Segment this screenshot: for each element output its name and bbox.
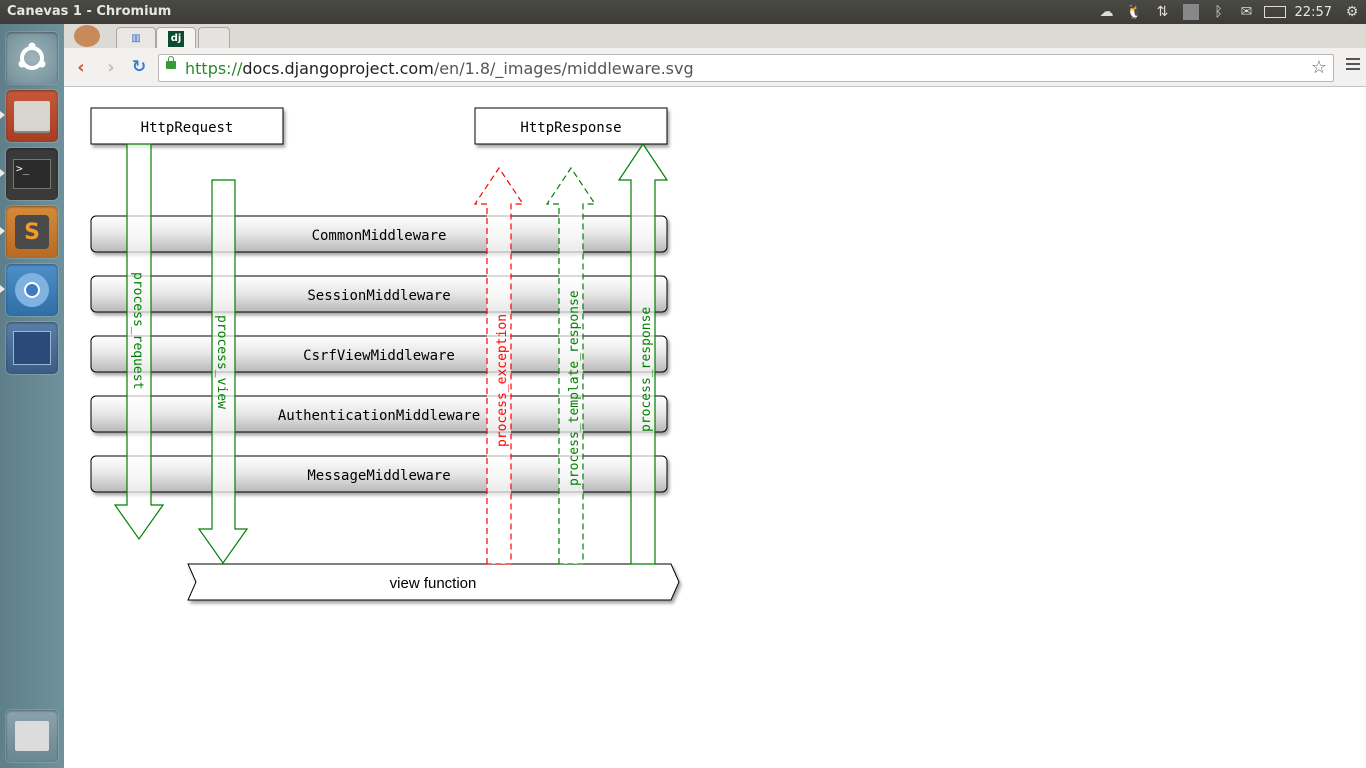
sublime-s-icon: S	[15, 215, 49, 249]
back-button[interactable]: ‹	[70, 56, 92, 78]
view-function-label: view function	[390, 575, 477, 592]
middleware-label: MessageMiddleware	[307, 468, 450, 484]
settings-icon[interactable]: ⚙	[1345, 4, 1359, 20]
process-request-arrow: process_request	[113, 143, 165, 541]
battery-icon[interactable]	[1263, 3, 1286, 21]
django-icon: dj	[168, 30, 184, 47]
process-view-arrow: process_view	[197, 179, 249, 565]
process-template-response-arrow: process_template_response	[545, 166, 597, 565]
file-cabinet-icon	[14, 101, 50, 131]
files-icon[interactable]	[6, 90, 58, 142]
reload-icon: ↻	[131, 57, 147, 77]
network-icon[interactable]: ⇅	[1156, 4, 1169, 20]
middleware-label: CsrfViewMiddleware	[303, 348, 455, 364]
window-title: Canevas 1 - Chromium	[7, 4, 172, 19]
forward-arrow-icon: ›	[107, 56, 115, 78]
running-indicator	[0, 111, 5, 119]
terminal-icon[interactable]: >_	[6, 148, 58, 200]
terminal-prompt-icon: >_	[13, 159, 51, 189]
middleware-diagram: HttpRequest HttpResponse CommonMiddlewar…	[90, 107, 680, 601]
clock[interactable]: 22:57	[1294, 4, 1332, 20]
back-arrow-icon: ‹	[77, 56, 85, 78]
address-bar[interactable]: https://docs.djangoproject.com/en/1.8/_i…	[158, 54, 1334, 82]
bluetooth-icon[interactable]: ᛒ	[1214, 4, 1223, 20]
new-tab-button[interactable]	[198, 27, 230, 49]
http-request-label: HttpRequest	[141, 120, 234, 136]
tab-django[interactable]: dj	[156, 27, 196, 49]
http-response-box: HttpResponse	[474, 107, 668, 145]
process-template-response-label: process_template_response	[567, 290, 582, 486]
mail-icon[interactable]: ✉	[1240, 4, 1253, 20]
process-exception-label: process_exception	[495, 314, 510, 447]
reload-button[interactable]: ↻	[128, 56, 150, 78]
url-text[interactable]: https://docs.djangoproject.com/en/1.8/_i…	[185, 59, 694, 78]
middleware-label: SessionMiddleware	[307, 288, 450, 304]
ubuntu-logo-icon	[18, 42, 46, 70]
bookmark-star-icon[interactable]: ☆	[1310, 57, 1327, 78]
running-indicator	[0, 169, 5, 177]
dropbox-icon[interactable]: ☁	[1099, 4, 1114, 20]
ubuntu-dash-icon[interactable]	[6, 32, 58, 84]
tab-strip: ▥ dj	[64, 24, 1366, 49]
running-indicator	[0, 285, 5, 293]
system-tray: ☁ 🐧 ⇅ ᛒ ✉ 22:57 ⚙	[1093, 0, 1366, 24]
forward-button[interactable]: ›	[100, 56, 122, 78]
tux-icon[interactable]: 🐧	[1125, 4, 1144, 20]
process-request-label: process_request	[130, 272, 145, 389]
page-content: HttpRequest HttpResponse CommonMiddlewar…	[64, 87, 1366, 768]
tab-generic[interactable]: ▥	[116, 27, 156, 49]
middleware-label: CommonMiddleware	[312, 228, 447, 244]
keyboard-icon[interactable]	[1180, 3, 1202, 21]
draw-app-icon[interactable]	[6, 322, 58, 374]
browser-toolbar: ‹ › ↻ https://docs.djangoproject.com/en/…	[64, 48, 1366, 87]
chromium-logo-icon	[15, 273, 49, 307]
http-request-box: HttpRequest	[90, 107, 284, 145]
launcher: >_ S	[0, 24, 65, 768]
process-exception-arrow: process_exception	[473, 166, 525, 565]
generic-page-icon: ▥	[131, 33, 141, 44]
trash-can-icon	[15, 721, 49, 751]
top-panel: Canevas 1 - Chromium ☁ 🐧 ⇅ ᛒ ✉ 22:57 ⚙	[0, 0, 1366, 24]
http-response-label: HttpResponse	[520, 120, 621, 136]
process-view-label: process_view	[214, 315, 229, 409]
sublime-text-icon[interactable]: S	[6, 206, 58, 258]
lock-icon	[166, 56, 176, 69]
process-response-arrow: process_response	[617, 142, 669, 565]
middleware-label: AuthenticationMiddleware	[278, 408, 480, 424]
running-indicator	[0, 227, 5, 235]
menu-button[interactable]	[1346, 58, 1360, 72]
trash-icon[interactable]	[6, 710, 58, 762]
process-response-label: process_response	[639, 307, 654, 432]
draw-canvas-icon	[13, 331, 51, 365]
profile-avatar-icon[interactable]	[74, 25, 100, 47]
chromium-icon[interactable]	[6, 264, 58, 316]
view-function-box: view function	[187, 563, 680, 601]
